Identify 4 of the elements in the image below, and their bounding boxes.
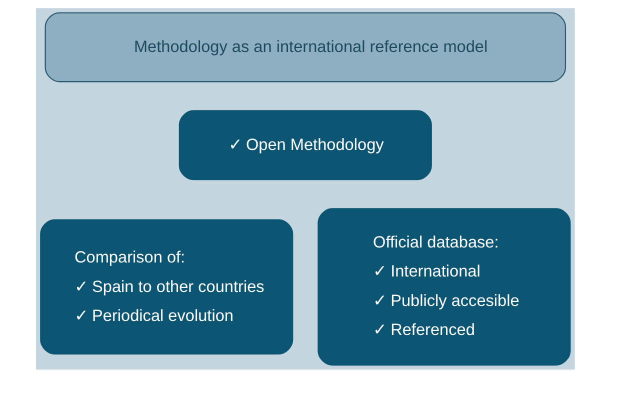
node-box: ✓ Open Methodology xyxy=(178,110,432,180)
node-box: Methodology as an international reference model xyxy=(44,12,566,82)
node-box: Comparison of: ✓ Spain to other countries ✓ Periodical evolution xyxy=(40,219,294,355)
node-box: Official database: ✓ International ✓ Publicly accesible ✓ Referenced xyxy=(318,208,571,366)
